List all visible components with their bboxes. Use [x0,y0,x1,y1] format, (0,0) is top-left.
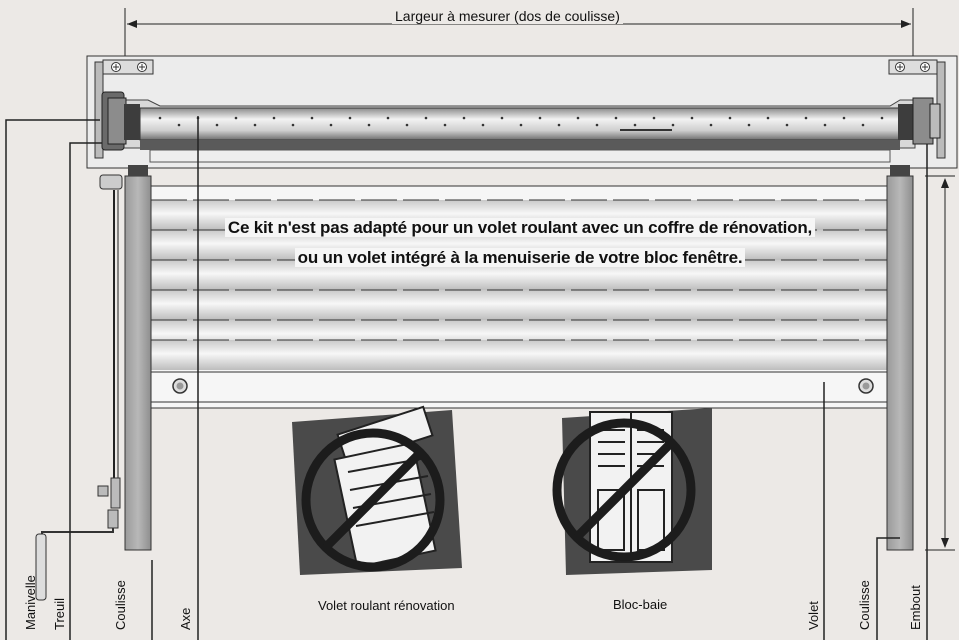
tube-perforation [633,123,637,127]
tube-perforation [310,116,314,120]
winch-mechanism [35,174,123,601]
shutter-slats [150,185,888,409]
tube-perforation [690,116,694,120]
coulisse-left-label: Coulisse [113,580,128,630]
tube-perforation [405,123,409,127]
tube-perforation [747,123,751,127]
tube-perforation [253,123,257,127]
tube-perforation [785,123,789,127]
left-bracket [102,59,154,75]
tube-perforations [158,116,884,127]
tube-perforation [652,116,656,120]
tube-perforation [823,123,827,127]
tube-perforation [291,123,295,127]
right-bracket [888,59,938,75]
manivelle-label: Manivelle [23,575,38,630]
tube-perforation [158,116,162,120]
tube-perforation [424,116,428,120]
tube-perforation [215,123,219,127]
tube-perforation [766,116,770,120]
tube-perforation [861,123,865,127]
leader-lines [5,116,928,640]
tube-perforation [538,116,542,120]
bloc-baie-prohibited-icon [552,408,712,575]
width-dimension-label: Largeur à mesurer (dos de coulisse) [392,8,623,24]
embout-label: Embout [908,585,923,630]
warning-text-2: ou un volet intégré à la menuiserie de v… [294,248,746,267]
warning-line-1: Ce kit n'est pas adapté pour un volet ro… [150,218,890,238]
tube-perforation [804,116,808,120]
tube-perforation [880,116,884,120]
warning-line-2: ou un volet intégré à la menuiserie de v… [150,248,890,268]
tube-perforation [386,116,390,120]
end-cap [898,97,941,145]
coulisse-right-label: Coulisse [857,580,872,630]
treuil-label: Treuil [52,597,67,630]
tube-perforation [842,116,846,120]
tube-perforation [177,123,181,127]
tube-perforation [443,123,447,127]
tube-perforation [614,116,618,120]
tube-perforation [367,123,371,127]
tube-perforation [272,116,276,120]
tube-perforation [462,116,466,120]
roller-tube [119,99,916,163]
axe-label: Axe [178,607,193,630]
tube-perforation [348,116,352,120]
bloc-baie-caption: Bloc-baie [613,597,668,612]
winch-end-cap [101,91,140,151]
left-rail [124,175,152,551]
tube-perforation [481,123,485,127]
tube-perforation [234,116,238,120]
tube-perforation [709,123,713,127]
tube-perforation [500,116,504,120]
renovation-shutter-prohibited-icon [292,405,462,575]
right-rail [886,175,914,551]
tube-perforation [519,123,523,127]
tube-perforation [329,123,333,127]
tube-perforation [671,123,675,127]
tube-perforation [595,123,599,127]
tube-perforation [728,116,732,120]
height-dimension-line [925,175,955,551]
renovation-caption: Volet roulant rénovation [318,598,455,613]
tube-perforation [557,123,561,127]
volet-label: Volet [806,601,821,630]
warning-text-1: Ce kit n'est pas adapté pour un volet ro… [224,218,816,237]
tube-perforation [576,116,580,120]
